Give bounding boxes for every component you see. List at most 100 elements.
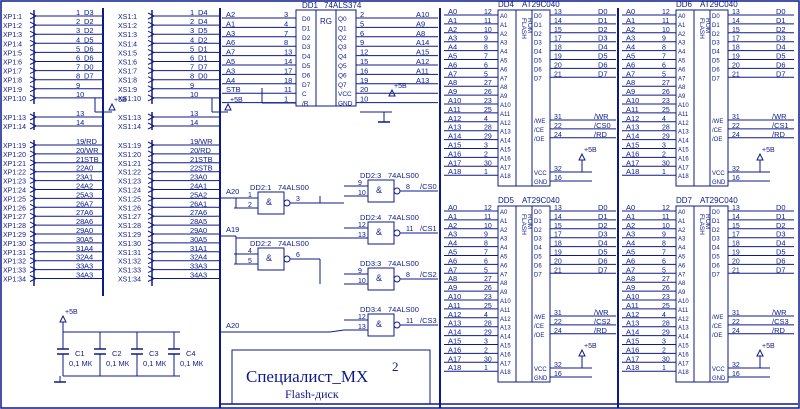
flash-dd6-addr-num: 9: [662, 36, 666, 43]
gate-dd3-4-part: 74ALS00: [388, 305, 419, 314]
xs-pin-label: XS1:14: [118, 124, 141, 131]
register-out-num: 16: [360, 66, 368, 75]
connector-chevron: [147, 159, 155, 164]
flash-dd6-addr-signal: A17: [626, 158, 639, 167]
flash-dd5-addr-pin: A3: [500, 237, 508, 243]
register-out-pin: Q0: [338, 16, 347, 23]
xp-pin-num: 5: [76, 44, 80, 53]
xs-pin-num: 22: [190, 164, 198, 173]
flash-dd7-addr-pin: A10: [678, 299, 689, 305]
gate-dd2-1-invert: [283, 199, 291, 207]
flash-dd7-pwr-pin: GND: [712, 376, 726, 382]
connector-chevron: [29, 221, 37, 226]
xp-pin-num: 20: [76, 146, 84, 155]
xs-pin-num: 8: [190, 72, 194, 81]
connector-chevron: [147, 21, 155, 26]
flash-dd4-data-num: 21: [554, 71, 562, 78]
flash-dd6-data-pin: D6: [712, 67, 720, 73]
flash-dd4-addr-signal: A11: [448, 105, 461, 114]
flash-dd6-data-signal: D5: [776, 52, 786, 61]
flash-dd5-ctrl-pin: /CE: [534, 324, 544, 330]
connector-chevron: [29, 233, 37, 238]
register-out-num: 12: [360, 48, 368, 57]
flash-dd7-box: [675, 205, 729, 383]
flash-dd6-pwr-pin: GND: [712, 180, 726, 186]
xs-signal: D0: [198, 72, 208, 81]
flash-dd5-addr-signal: A7: [448, 265, 457, 274]
flash-dd6-box: [675, 9, 729, 187]
flash-dd7-data-num: 18: [732, 241, 740, 248]
xp-pin-label: XP1:24: [3, 188, 26, 195]
register-in-signal: A3: [226, 66, 235, 75]
connector-chevron: [29, 21, 37, 26]
connector-chevron: [29, 230, 37, 235]
flash-dd4-ref: DD4: [498, 0, 515, 9]
flash-dd7-addr-num: 9: [662, 232, 666, 239]
flash-dd4-pwr-pin: GND: [534, 180, 548, 186]
gate-dd2-2-invert: [283, 255, 291, 263]
flash-dd7-addr-signal: A12: [626, 310, 639, 319]
xs-pin-num: 28: [190, 217, 198, 226]
flash-dd6-addr-num: 8: [662, 45, 666, 52]
xp-pin-num: 14: [76, 118, 84, 127]
xp-pin-label: XP1:9: [3, 87, 22, 94]
xs-pin-num: 9: [190, 81, 194, 90]
flash-dd4-addr-pin: A10: [500, 103, 511, 109]
xp-pin-label: XP1:30: [3, 241, 26, 248]
flash-dd5-addr-pin: A17: [500, 361, 511, 367]
xs-pin-label: XS1:20: [118, 152, 141, 159]
xs-signal: /WR: [198, 137, 213, 146]
xs-signal: D7: [198, 63, 208, 72]
flash-dd7-ctrl-num: 22: [732, 319, 740, 326]
flash-dd6-data-num: 13: [732, 9, 740, 16]
gate-dd3-3-ref: DD3:3: [360, 259, 381, 268]
flash-dd6-addr-signal: A9: [626, 87, 635, 96]
connector-chevron: [29, 275, 37, 279]
xs-pin-label: XS1:28: [118, 223, 141, 230]
xp-signal: D5: [84, 35, 94, 44]
gate-dd2-4-out-num: 11: [406, 226, 413, 233]
flash-dd6-addr-num: 7: [662, 54, 666, 61]
flash-dd5-addr-pin: A14: [500, 335, 511, 341]
flash-dd7-addr-num: 29: [662, 330, 670, 337]
flash-dd4-data-num: 18: [554, 45, 562, 52]
flash-dd6-addr-signal: A15: [626, 141, 639, 150]
flash-dd7-ctrl-signal: /CS3: [772, 317, 789, 326]
xs-pin-label: XS1:7: [118, 69, 137, 76]
flash-dd6-addr-num: 4: [662, 116, 666, 123]
xs-pin-label: XS1:10: [118, 96, 141, 103]
flash-dd7-ctrl-pin: /CE: [712, 324, 722, 330]
connector-chevron: [29, 94, 37, 99]
xs-signal: D1: [198, 44, 208, 53]
xp-pin-num: 1: [76, 8, 80, 17]
gate-dd2-1-out-num: 3: [296, 196, 300, 203]
connector-chevron: [147, 88, 155, 93]
register-in-signal: STB: [226, 85, 241, 94]
flash-dd5-addr-num: 10: [484, 223, 492, 230]
connector-chevron: [147, 67, 155, 72]
flash-dd4-addr-signal: A6: [448, 60, 457, 69]
flash-dd5-data-signal: D0: [598, 203, 608, 212]
flash-dd4-data-pin: D0: [534, 14, 542, 20]
register-in-num: 3: [284, 10, 288, 19]
xs-pin-num: 10: [190, 90, 198, 99]
flash-dd5-data-pin: D4: [534, 246, 542, 252]
xp-pin-num: 32: [76, 253, 84, 262]
flash-dd6-data-num: 19: [732, 54, 740, 61]
flash-dd4-data-num: 14: [554, 18, 562, 25]
flash-dd4-addr-pin: A2: [500, 32, 508, 38]
xs-signal: A5: [198, 235, 207, 244]
xs-pin-label: XS1:22: [118, 170, 141, 177]
connector-chevron: [29, 162, 37, 167]
flash-dd6-addr-num: 2: [662, 151, 666, 158]
register-ref: DD1: [302, 1, 319, 10]
connector-chevron: [29, 12, 37, 17]
flash-dd5-data-signal: D3: [598, 230, 608, 239]
flash-dd6-addr-signal: A13: [626, 123, 639, 132]
xp-pin-num: 31: [76, 244, 84, 253]
gate-dd2-3-part: 74ALS00: [388, 171, 419, 180]
gate-dd2-4-and: &: [376, 227, 382, 237]
flash-dd5-addr-num: 1: [484, 365, 488, 372]
connector-chevron: [147, 212, 155, 217]
